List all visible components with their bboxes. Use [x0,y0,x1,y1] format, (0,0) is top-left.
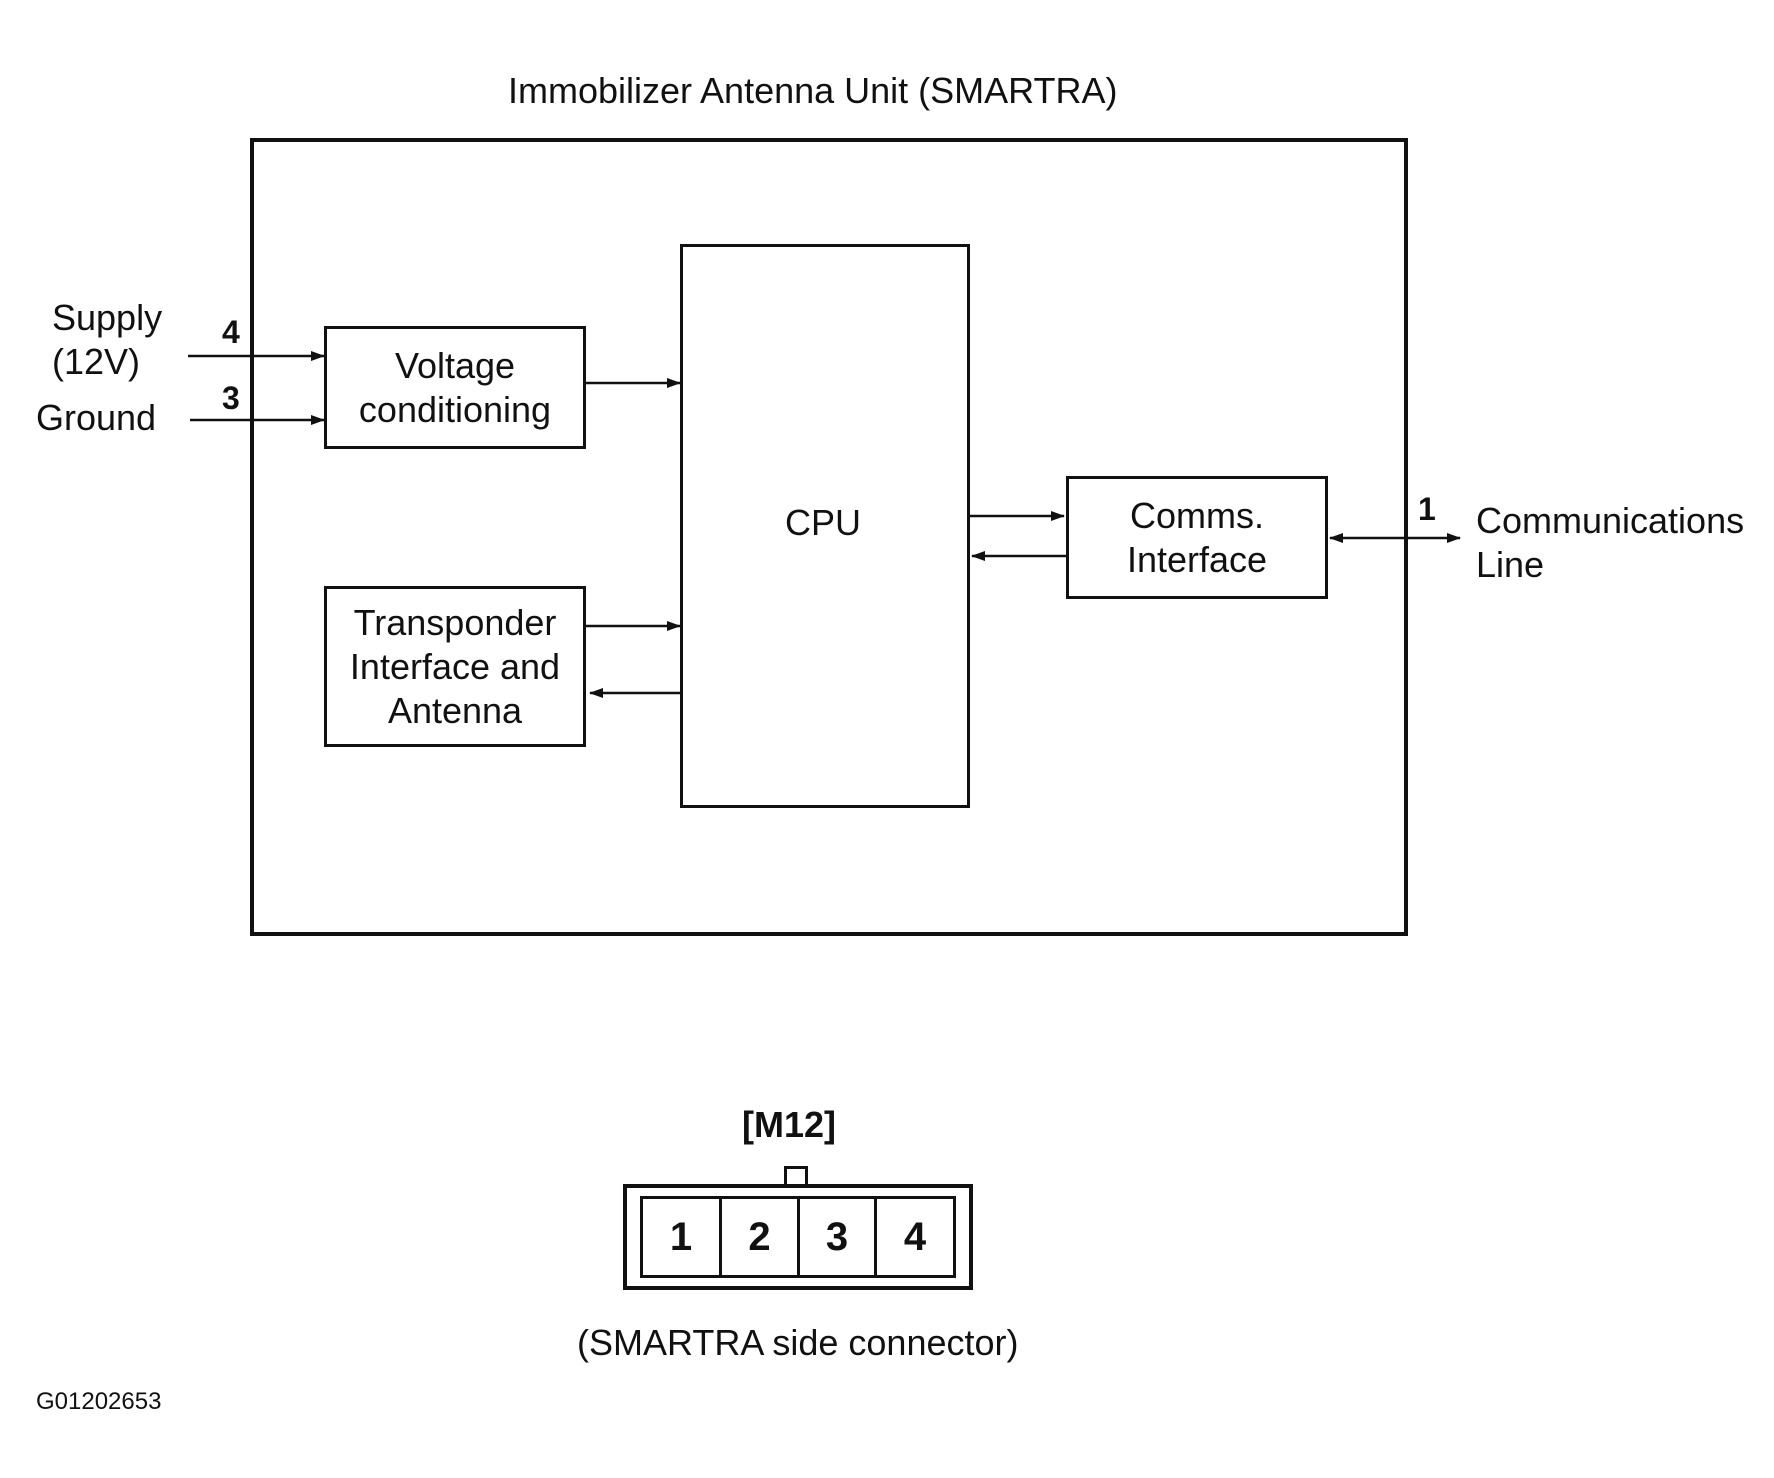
communications-line-label-2: Line [1476,544,1545,585]
connector-pin-4: 4 [903,1214,927,1259]
voltage-block-line-1: Voltage [394,344,516,386]
transponder-block-line-1: Transponder [353,601,557,643]
connector-pin-3: 3 [800,1199,877,1275]
comms-interface-block: Comms. Interface [1066,476,1328,599]
transponder-block-line-3: Antenna [387,689,523,731]
voltage-block-line-2: conditioning [358,388,552,430]
connector-name: [M12] [742,1104,837,1145]
figure-id: G01202653 [36,1388,162,1415]
transponder-block-line-2: Interface and [349,645,561,687]
supply-pin-number: 4 [222,314,240,350]
connector-pin-2: 2 [722,1199,800,1275]
connector-caption: (SMARTRA side connector) [577,1322,1019,1363]
connector-pin-row: 1 2 3 4 [640,1196,956,1278]
connector-pin-1: 1 [643,1199,722,1275]
ground-pin-number: 3 [222,380,240,416]
comms-block-line-1: Comms. [1130,494,1264,536]
diagram-title: Immobilizer Antenna Unit (SMARTRA) [508,70,1118,111]
comms-block-line-2: Interface [1126,538,1268,580]
transponder-interface-block: Transponder Interface and Antenna [324,586,586,747]
supply-label-line-1: Supply [52,297,163,338]
voltage-conditioning-block: Voltage conditioning [324,326,586,449]
communications-line-label-1: Communications [1476,500,1745,541]
ground-label: Ground [36,397,157,438]
supply-label-line-2: (12V) [52,341,141,382]
connector-latch [784,1166,808,1186]
cpu-label: CPU [785,502,862,543]
cpu-block: CPU [680,244,970,808]
comms-pin-number: 1 [1418,491,1436,527]
